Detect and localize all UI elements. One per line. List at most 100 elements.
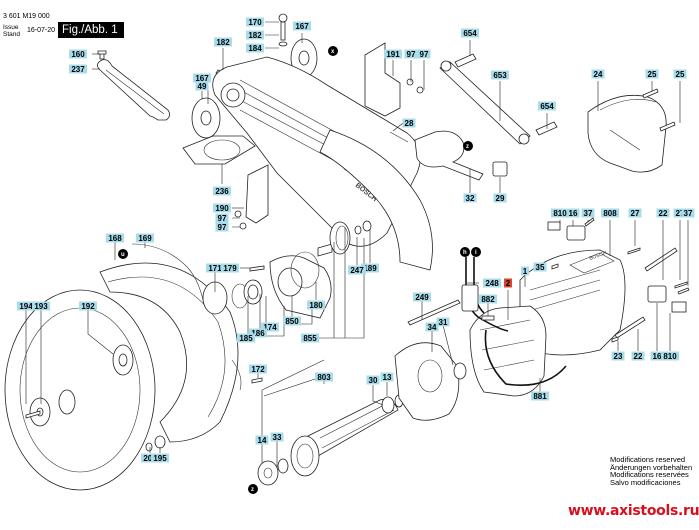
part-label-810[interactable]: 810 — [551, 208, 569, 219]
part-label-1[interactable]: 1 — [521, 266, 529, 277]
part-label-182[interactable]: 182 — [214, 37, 232, 48]
part-label-193[interactable]: 193 — [32, 301, 50, 312]
part-label-text: 810 — [553, 209, 567, 218]
part-label-34[interactable]: 34 — [425, 322, 439, 333]
part-label-13[interactable]: 13 — [380, 372, 394, 383]
part-label-bg — [315, 372, 333, 382]
website-link[interactable]: www.axistools.ru — [568, 503, 699, 519]
part-label-248[interactable]: 248 — [483, 278, 501, 289]
part-label-25[interactable]: 25 — [673, 69, 687, 80]
part-label-168[interactable]: 168 — [106, 233, 124, 244]
part-label-22[interactable]: 22 — [631, 351, 645, 362]
part-label-654[interactable]: 654 — [538, 101, 556, 112]
part-label-bg — [645, 69, 659, 79]
part-label-bg — [79, 301, 97, 311]
part-label-text: 24 — [594, 70, 603, 79]
part-label-bg — [581, 208, 595, 218]
part-label-653[interactable]: 653 — [491, 70, 509, 81]
part-label-25[interactable]: 25 — [645, 69, 659, 80]
part-label-850[interactable]: 850 — [283, 316, 301, 327]
part-label-237[interactable]: 237 — [69, 64, 87, 75]
part-label-37[interactable]: 37 — [581, 208, 595, 219]
part-label-32[interactable]: 32 — [463, 193, 477, 204]
part-label-882[interactable]: 882 — [479, 294, 497, 305]
part-label-249[interactable]: 249 — [413, 292, 431, 303]
part-label-30[interactable]: 30 — [366, 375, 380, 386]
part-label-bg — [246, 30, 264, 40]
marker-z-bottom: z — [248, 484, 258, 494]
part-label-195[interactable]: 195 — [151, 453, 169, 464]
part-label-31[interactable]: 31 — [436, 317, 450, 328]
part-label-text: 14 — [258, 436, 267, 445]
part-label-35[interactable]: 35 — [533, 262, 547, 273]
part-label-text: 182 — [216, 38, 230, 47]
part-label-171[interactable]: 171 — [206, 263, 224, 274]
part-label-23[interactable]: 23 — [611, 351, 625, 362]
part-249-cable-tie — [407, 299, 461, 326]
part-label-24[interactable]: 24 — [591, 69, 605, 80]
part-label-189[interactable]: 189 — [361, 263, 379, 274]
part-label-167[interactable]: 167 — [193, 73, 211, 84]
part-169-seal — [131, 243, 205, 305]
part-label-16[interactable]: 16 — [650, 351, 664, 362]
part-label-184[interactable]: 184 — [246, 43, 264, 54]
part-label-text: 850 — [285, 317, 299, 326]
part-label-bg — [384, 49, 402, 59]
part-label-text: 194 — [19, 302, 33, 311]
part-label-text: 13 — [383, 373, 392, 382]
part-label-810[interactable]: 810 — [661, 351, 679, 362]
part-label-29[interactable]: 29 — [493, 193, 507, 204]
part-label-203[interactable]: 203 — [141, 453, 159, 464]
part-label-186[interactable]: 186 — [249, 328, 267, 339]
part-label-808[interactable]: 808 — [601, 208, 619, 219]
part-label-97[interactable]: 97 — [404, 49, 418, 60]
part-label-172[interactable]: 172 — [249, 364, 267, 375]
part-label-14[interactable]: 14 — [255, 435, 269, 446]
part-label-49[interactable]: 49 — [195, 81, 209, 92]
part-label-97[interactable]: 97 — [417, 49, 431, 60]
part-label-16[interactable]: 16 — [566, 208, 580, 219]
part-label-191[interactable]: 191 — [384, 49, 402, 60]
part-label-160[interactable]: 160 — [69, 49, 87, 60]
part-label-247[interactable]: 247 — [348, 265, 366, 276]
part-label-bg — [106, 233, 124, 243]
part-label-27[interactable]: 27 — [673, 208, 687, 219]
part-label-text: 184 — [248, 44, 262, 53]
part-label-37[interactable]: 37 — [681, 208, 695, 219]
part-label-170[interactable]: 170 — [246, 17, 264, 28]
part-label-bg — [591, 69, 605, 79]
part-label-180[interactable]: 180 — [307, 300, 325, 311]
part-label-text: 34 — [428, 323, 437, 332]
note-de: Änderungen vorbehalten — [610, 462, 693, 472]
part-label-33[interactable]: 33 — [270, 432, 284, 443]
part-label-179[interactable]: 179 — [221, 263, 239, 274]
part-label-192[interactable]: 192 — [79, 301, 97, 312]
part-label-182[interactable]: 182 — [246, 30, 264, 41]
part-label-bg — [348, 265, 366, 275]
part-label-text: 23 — [614, 352, 623, 361]
part-label-174[interactable]: 174 — [261, 322, 279, 333]
part-label-169[interactable]: 169 — [136, 233, 154, 244]
part-label-28[interactable]: 28 — [402, 118, 416, 129]
part-label-text: 195 — [153, 454, 167, 463]
part-22-screw-top — [644, 247, 678, 272]
part-label-bg — [32, 301, 50, 311]
part-label-97[interactable]: 97 — [215, 213, 229, 224]
part-label-22[interactable]: 22 — [656, 208, 670, 219]
part-label-bg — [463, 193, 477, 203]
part-label-27[interactable]: 27 — [628, 208, 642, 219]
part-label-167[interactable]: 167 — [293, 21, 311, 32]
part-label-654[interactable]: 654 — [461, 28, 479, 39]
part-label-185[interactable]: 185 — [237, 333, 255, 344]
part-label-2[interactable]: 2 — [504, 278, 512, 289]
part-label-194[interactable]: 194 — [17, 301, 35, 312]
part-label-text: 803 — [317, 373, 331, 382]
part-label-236[interactable]: 236 — [213, 186, 231, 197]
part-label-881[interactable]: 881 — [531, 391, 549, 402]
part-label-97[interactable]: 97 — [215, 222, 229, 233]
part-label-855[interactable]: 855 — [301, 333, 319, 344]
part-label-text: 182 — [248, 31, 262, 40]
part-label-190[interactable]: 190 — [213, 203, 231, 214]
part-label-803[interactable]: 803 — [315, 372, 333, 383]
